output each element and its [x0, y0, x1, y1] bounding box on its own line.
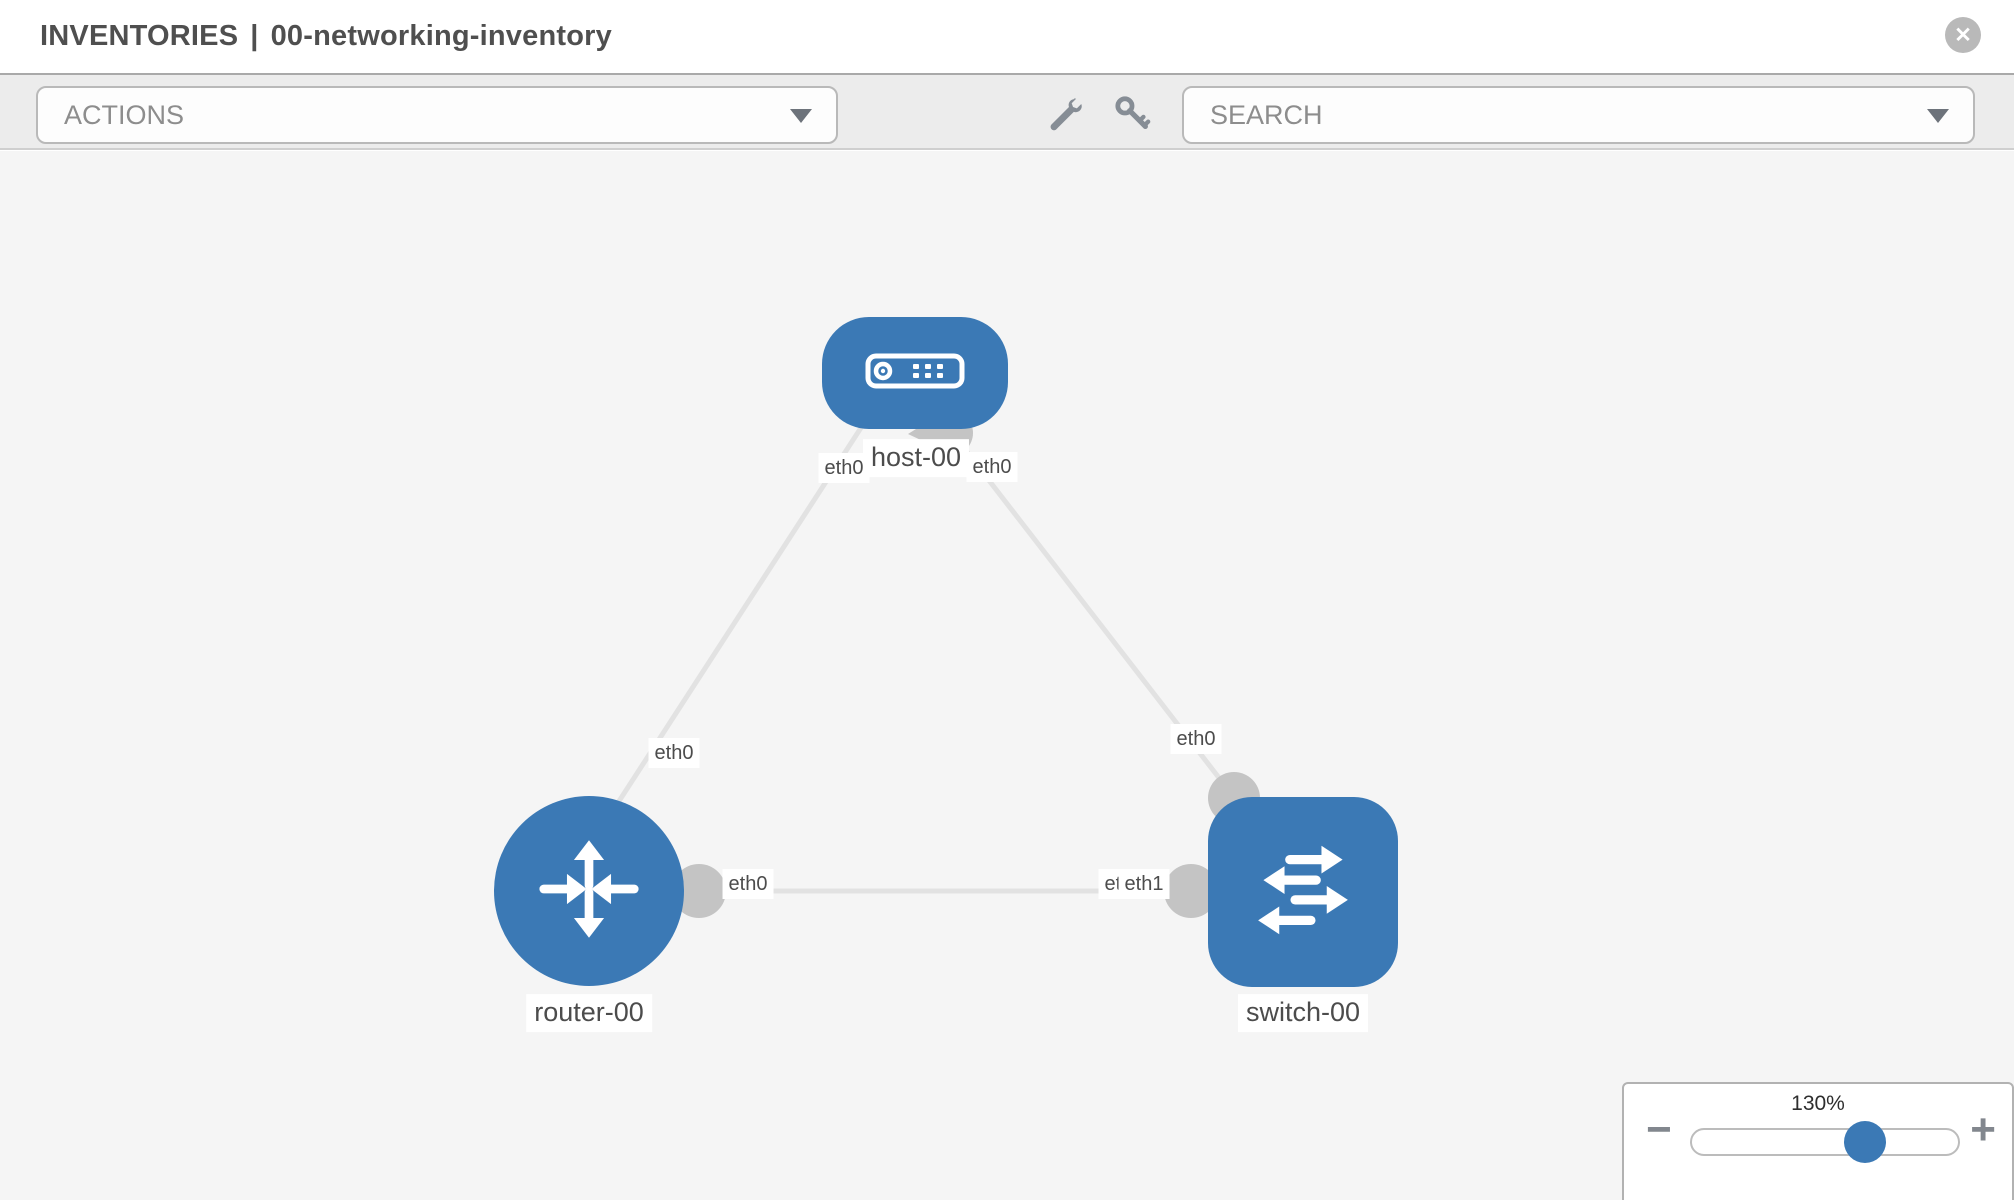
chevron-down-icon — [790, 109, 812, 123]
interface-label-switch-eth1-front: eth1 — [1118, 869, 1170, 899]
zoom-in-button[interactable]: + — [1970, 1108, 1996, 1152]
node-switch-00[interactable] — [1208, 797, 1398, 987]
router-icon — [531, 831, 647, 952]
host-icon — [865, 353, 965, 394]
toolbar: ACTIONS SEARCH — [0, 73, 2014, 150]
breadcrumb-separator: | — [250, 20, 259, 52]
chevron-down-icon — [1927, 109, 1949, 123]
node-router-00[interactable] — [494, 796, 684, 986]
zoom-level-value: 130% — [1791, 1092, 1845, 1115]
close-icon: ✕ — [1954, 23, 1972, 47]
node-label-router-00: router-00 — [526, 994, 652, 1032]
actions-dropdown[interactable]: ACTIONS — [36, 86, 838, 144]
switch-icon — [1237, 824, 1369, 961]
close-button[interactable]: ✕ — [1945, 17, 1981, 53]
node-host-00[interactable] — [822, 317, 1008, 429]
interface-label-host-eth0-left: eth0 — [818, 453, 870, 483]
zoom-panel: 130% − + — [1622, 1082, 2014, 1200]
node-label-switch-00: switch-00 — [1237, 994, 1369, 1032]
window-header: INVENTORIES | 00-networking-inventory ✕ — [0, 0, 2014, 73]
endpoint-dot — [672, 864, 726, 918]
actions-dropdown-label: ACTIONS — [64, 99, 185, 130]
breadcrumb: INVENTORIES | 00-networking-inventory — [40, 0, 612, 73]
interface-label-router-eth0-up: eth0 — [648, 738, 700, 768]
zoom-out-button[interactable]: − — [1646, 1108, 1672, 1152]
topology-canvas[interactable]: host-00 router-00 switch-00 eth0 eth0 et… — [0, 151, 2014, 1200]
node-label-host-00: host-00 — [862, 439, 970, 477]
interface-label-router-eth0-right: eth0 — [722, 869, 774, 899]
page-title: 00-networking-inventory — [270, 20, 612, 52]
plus-icon: + — [1970, 1105, 1996, 1154]
interface-label-switch-eth0-up: eth0 — [1170, 724, 1222, 754]
zoom-slider-track[interactable] — [1690, 1128, 1960, 1156]
search-dropdown-label: SEARCH — [1210, 99, 1323, 130]
minus-icon: − — [1646, 1105, 1672, 1154]
search-dropdown[interactable]: SEARCH — [1182, 86, 1975, 144]
zoom-slider-thumb[interactable] — [1844, 1121, 1886, 1163]
interface-label-host-eth0-right: eth0 — [966, 452, 1018, 482]
endpoint-dot — [1164, 864, 1218, 918]
wrench-icon[interactable] — [1046, 95, 1084, 138]
breadcrumb-section: INVENTORIES — [40, 20, 239, 52]
key-icon[interactable] — [1114, 95, 1152, 138]
topology-links — [609, 410, 1260, 918]
